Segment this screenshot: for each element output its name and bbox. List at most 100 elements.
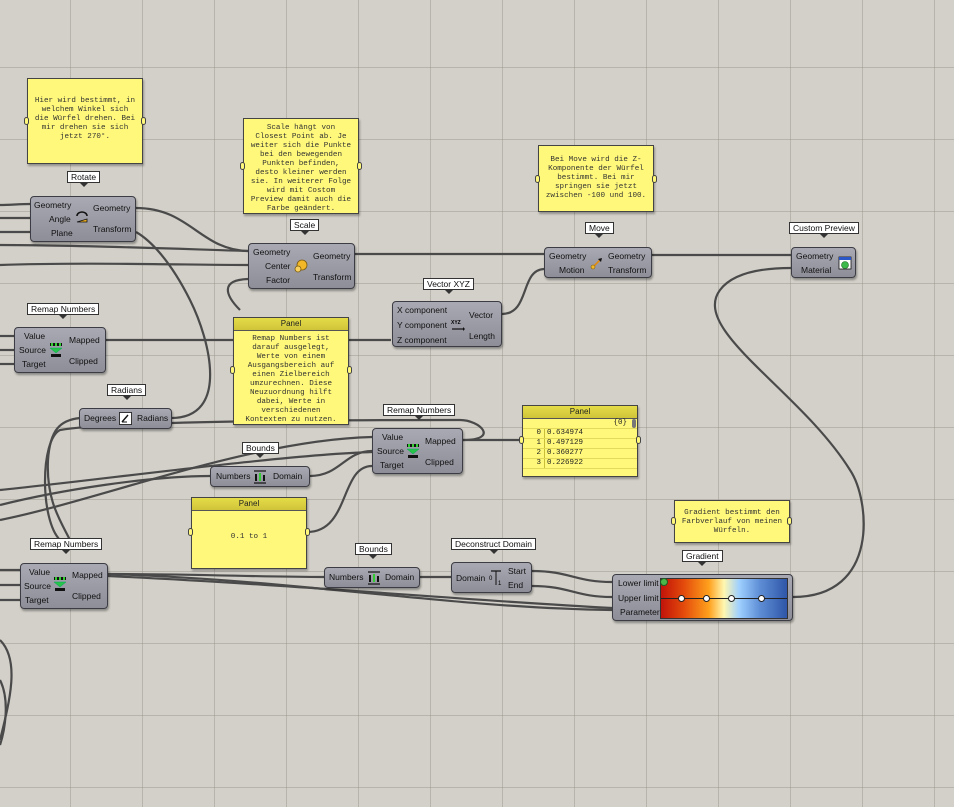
mapped-output[interactable]: Mapped: [72, 570, 103, 580]
target-input[interactable]: Target: [380, 460, 404, 470]
upper-limit-input[interactable]: Upper limit: [618, 593, 659, 603]
x-component-input[interactable]: X component: [397, 305, 448, 315]
remap-info-panel[interactable]: Panel Remap Numbers ist darauf ausgelegt…: [233, 317, 349, 425]
vector-output[interactable]: Vector: [469, 310, 494, 320]
domain-output[interactable]: Domain: [385, 572, 415, 582]
note-output-grip[interactable]: [787, 517, 792, 525]
panel-output-grip[interactable]: [305, 528, 310, 536]
note-input-grip[interactable]: [671, 517, 676, 525]
transform-output[interactable]: Transform: [608, 265, 647, 275]
material-input[interactable]: Material: [801, 265, 832, 275]
end-output[interactable]: End: [508, 580, 524, 590]
mapped-output[interactable]: Mapped: [425, 436, 456, 446]
panel-path: {0}: [613, 419, 627, 427]
remap-icon: [48, 342, 64, 360]
geometry-output[interactable]: Geometry: [93, 203, 131, 213]
numbers-input[interactable]: Numbers: [329, 572, 364, 582]
transform-output[interactable]: Transform: [93, 224, 132, 234]
mapped-output[interactable]: Mapped: [69, 335, 100, 345]
gradient-note[interactable]: Gradient bestimmt den Farbverlauf von me…: [674, 500, 790, 543]
panel-input-grip[interactable]: [188, 528, 193, 536]
bounds-tag: Bounds: [242, 442, 279, 458]
z-component-input[interactable]: Z component: [397, 335, 447, 345]
scale-tag: Scale: [290, 219, 320, 235]
scale-component[interactable]: Geometry Center Factor Geometry Transfor…: [248, 243, 355, 289]
length-output[interactable]: Length: [469, 331, 495, 341]
geometry-output[interactable]: Geometry: [313, 251, 351, 261]
gradient-grip[interactable]: [728, 595, 735, 602]
source-input[interactable]: Source: [377, 446, 404, 456]
domain-output[interactable]: Domain: [273, 471, 303, 481]
clipped-output[interactable]: Clipped: [69, 356, 98, 366]
lower-limit-input[interactable]: Lower limit: [618, 578, 659, 588]
panel-input-grip[interactable]: [519, 436, 524, 444]
remap-numbers-tag: Remap Numbers: [383, 404, 456, 420]
target-input[interactable]: Target: [25, 595, 49, 605]
transform-output[interactable]: Transform: [313, 272, 352, 282]
source-input[interactable]: Source: [19, 345, 46, 355]
panel-output-grip[interactable]: [636, 436, 641, 444]
geometry-output[interactable]: Geometry: [608, 251, 646, 261]
factor-input[interactable]: Factor: [266, 275, 291, 285]
start-output[interactable]: Start: [508, 566, 526, 576]
radians-component[interactable]: Degrees Radians: [79, 408, 172, 429]
scale-note[interactable]: Scale hängt von Closest Point ab. Je wei…: [243, 118, 359, 214]
source-input[interactable]: Source: [24, 581, 51, 591]
panel-output-grip[interactable]: [347, 366, 352, 374]
numbers-input[interactable]: Numbers: [216, 471, 251, 481]
center-input[interactable]: Center: [265, 261, 291, 271]
wire: [0, 474, 211, 507]
value-input[interactable]: Value: [24, 331, 46, 341]
gradient-grip[interactable]: [758, 595, 765, 602]
note-input-grip[interactable]: [240, 162, 245, 170]
gradient-ramp[interactable]: [660, 578, 788, 619]
wire: [306, 464, 373, 534]
radians-output[interactable]: Radians: [137, 413, 169, 423]
degrees-input[interactable]: Degrees: [84, 413, 117, 423]
motion-input[interactable]: Motion: [559, 265, 585, 275]
geometry-input[interactable]: Geometry: [253, 247, 291, 257]
panel-input-grip[interactable]: [230, 366, 235, 374]
svg-text:0: 0: [489, 576, 493, 582]
value-input[interactable]: Value: [29, 567, 51, 577]
row-index: 0: [536, 429, 541, 437]
target-input[interactable]: Target: [22, 359, 46, 369]
clipped-output[interactable]: Clipped: [72, 591, 101, 601]
rotate-icon: [75, 210, 89, 226]
clipped-output[interactable]: Clipped: [425, 457, 454, 467]
value-input[interactable]: Value: [382, 432, 404, 442]
wire: [0, 202, 31, 207]
y-component-input[interactable]: Y component: [397, 320, 447, 330]
geometry-input[interactable]: Geometry: [549, 251, 587, 261]
angle-input[interactable]: Angle: [49, 214, 71, 224]
wire: [531, 569, 613, 584]
panel-scrollbar[interactable]: [632, 419, 636, 428]
note-output-grip[interactable]: [141, 117, 146, 125]
rotate-note[interactable]: Hier wird bestimmt, in welchem Winkel si…: [27, 78, 143, 164]
plane-input[interactable]: Plane: [51, 228, 73, 238]
note-input-grip[interactable]: [535, 175, 540, 183]
domain-input[interactable]: Domain: [456, 573, 486, 583]
parameter-input[interactable]: Parameter: [620, 607, 660, 617]
move-note[interactable]: Bei Move wird die Z- Komponente der Würf…: [538, 145, 654, 212]
note-output-grip[interactable]: [357, 162, 362, 170]
rotate-component[interactable]: Geometry Angle Plane Geometry Transform: [30, 196, 136, 242]
remap-numbers-component[interactable]: Value Source Target Mapped Clipped: [372, 428, 463, 474]
wire: [0, 450, 373, 492]
note-output-grip[interactable]: [652, 175, 657, 183]
geometry-input[interactable]: Geometry: [796, 251, 834, 261]
gradient-grip[interactable]: [678, 595, 685, 602]
custom-preview-component[interactable]: Geometry Material: [791, 247, 856, 278]
range-panel[interactable]: Panel 0.1 to 1: [191, 497, 307, 569]
gradient-grip[interactable]: [703, 595, 710, 602]
note-input-grip[interactable]: [24, 117, 29, 125]
vector-xyz-component[interactable]: X component Y component Z component XYZ …: [392, 301, 502, 347]
move-component[interactable]: Geometry Motion Geometry Transform: [544, 247, 652, 278]
bounds-component[interactable]: Numbers Domain: [210, 466, 310, 487]
bounds-component[interactable]: Numbers Domain: [324, 567, 420, 588]
geometry-input[interactable]: Geometry: [34, 200, 72, 210]
remap-numbers-component[interactable]: Value Source Target Mapped Clipped: [20, 563, 108, 609]
remap-numbers-component[interactable]: Value Source Target Mapped Clipped: [14, 327, 106, 373]
